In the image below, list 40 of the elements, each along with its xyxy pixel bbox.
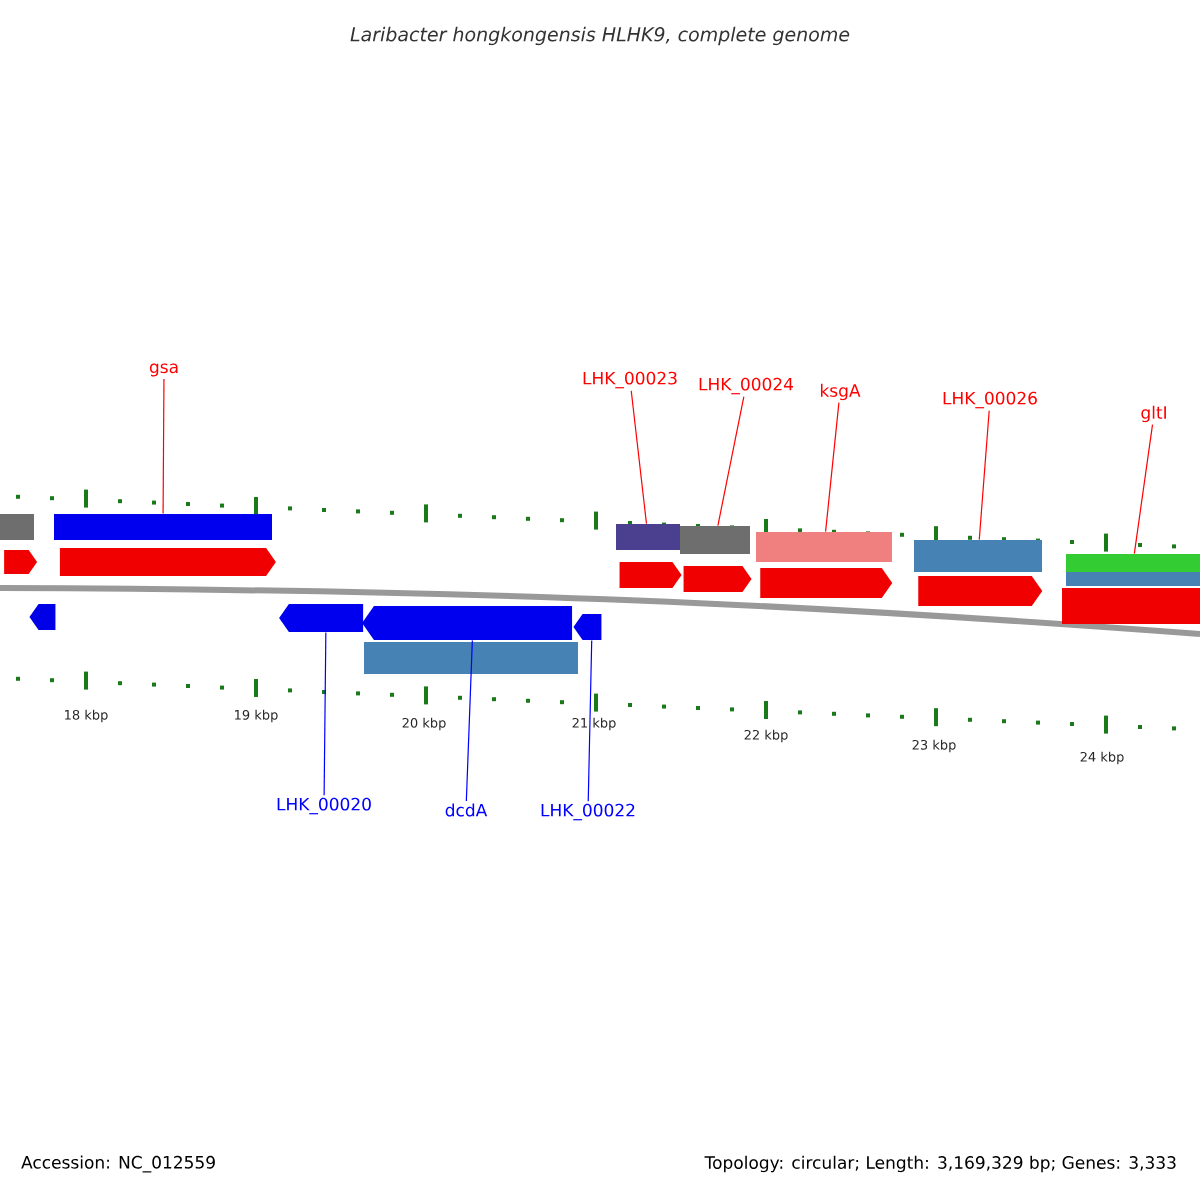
gene-label: LHK_00020 [277, 797, 371, 815]
gene-feature [616, 524, 680, 550]
gene-feature [760, 568, 893, 598]
gene-label: LHK_00022 [541, 803, 635, 821]
gene-label: LHK_00024 [699, 377, 793, 395]
genome-info-text: Topology: circular; Length: 3,169,329 bp; Genes: 3,333 [704, 1155, 1176, 1173]
leader-line [587, 639, 593, 802]
gene-feature [573, 614, 602, 640]
leader-line [978, 410, 990, 541]
gene-feature [619, 562, 682, 588]
gene-feature [918, 576, 1043, 606]
gene-feature [680, 526, 750, 554]
gene-label: gsa [149, 363, 178, 377]
gene-feature [1062, 588, 1200, 624]
leader-line [630, 390, 648, 525]
gene-feature [914, 540, 1042, 572]
gene-label: ksgA [821, 383, 861, 401]
gene-feature [683, 566, 752, 592]
leader-line [323, 631, 327, 796]
gene-feature [364, 642, 578, 674]
gene-feature [756, 532, 892, 562]
gene-feature [362, 606, 573, 640]
gene-label: gltI [1141, 405, 1166, 423]
gene-feature [59, 548, 276, 576]
gene-feature [4, 550, 38, 574]
gene-feature [29, 604, 56, 630]
gene-feature [54, 514, 272, 540]
title: Laribacter hongkongensis HLHK9, complete genome [350, 26, 850, 46]
gene-label: LHK_00026 [943, 391, 1037, 409]
leader-line [717, 396, 745, 527]
gene-feature [0, 514, 34, 540]
leader-line [465, 639, 473, 802]
gene-label: LHK_00023 [583, 371, 677, 389]
leader-line [825, 402, 840, 533]
leader-line [1133, 424, 1154, 555]
accession-text: Accession: NC_012559 [21, 1155, 215, 1173]
gene-feature [279, 604, 364, 632]
gene-feature [1066, 554, 1200, 572]
gene-label: dcdA [445, 803, 488, 817]
leader-line [162, 378, 165, 515]
